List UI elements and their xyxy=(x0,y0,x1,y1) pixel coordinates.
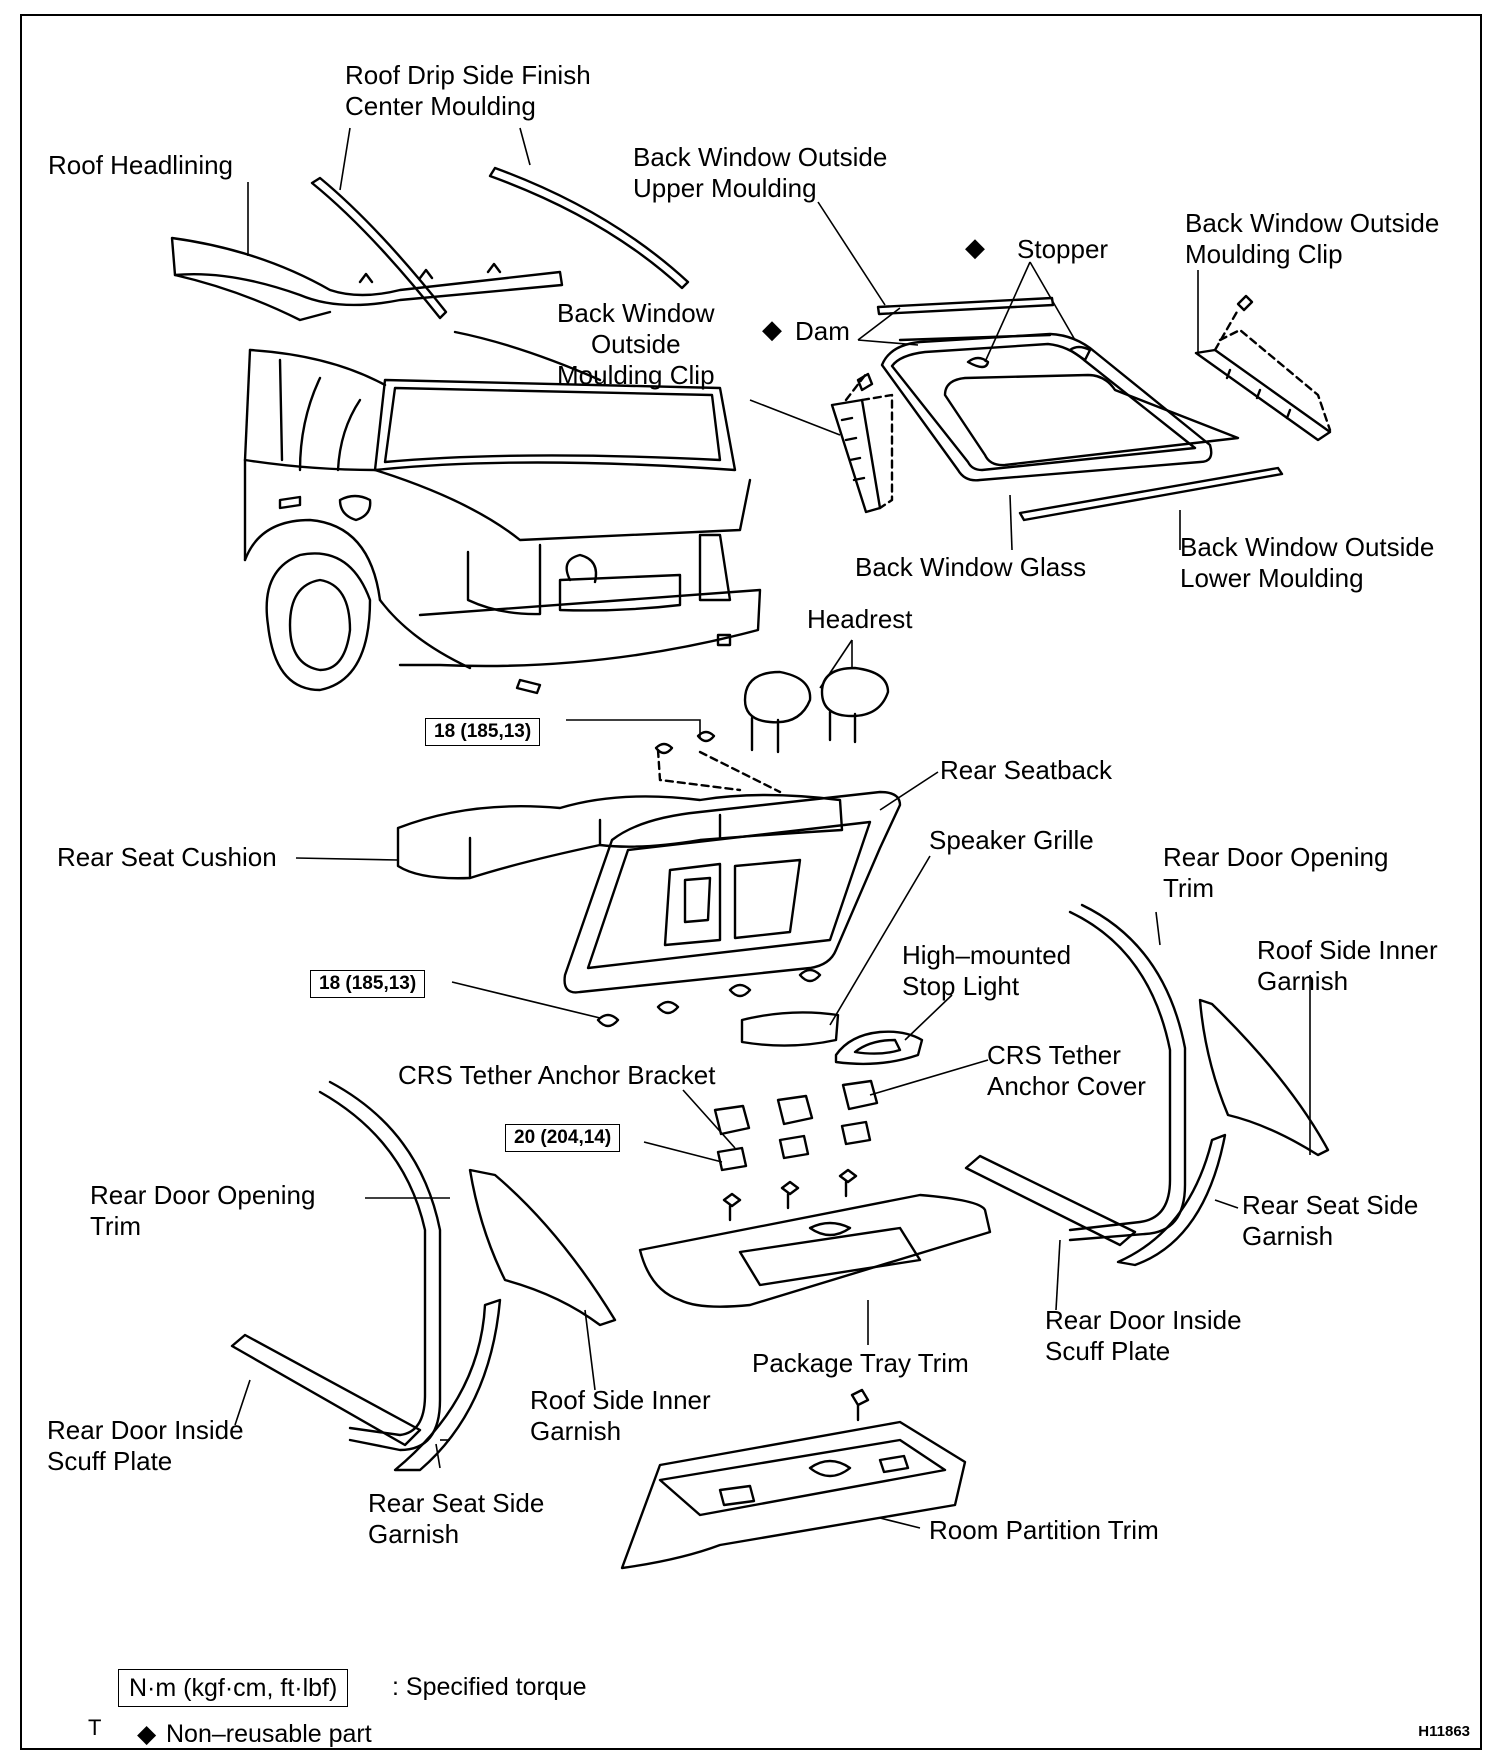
label-rear-seat-cushion: Rear Seat Cushion xyxy=(57,842,277,872)
right-seat-side-garnish-part xyxy=(1116,1133,1227,1267)
left-roof-side-garnish-part xyxy=(468,1168,617,1327)
roof-drip-moulding-part xyxy=(310,166,690,320)
bolts-seatback xyxy=(596,730,822,1028)
figure-code: H11863 xyxy=(1418,1723,1470,1740)
speaker-grille-part xyxy=(740,1011,840,1047)
diagram-frame xyxy=(20,14,1482,1750)
left-seat-side-garnish-part xyxy=(393,1298,502,1472)
label-roof-headlining: Roof Headlining xyxy=(48,150,234,180)
legend-non-reusable: Non–reusable part xyxy=(166,1720,372,1748)
legend-diamond: ◆ xyxy=(137,1720,157,1748)
right-roof-side-garnish-part xyxy=(1198,998,1330,1157)
label-stopper: Stopper xyxy=(1017,234,1109,264)
roof-headlining-part xyxy=(170,236,564,322)
legend-t-mark: T xyxy=(88,1715,102,1740)
label-back-window-glass: Back Window Glass xyxy=(855,552,1087,582)
label-package-tray-trim: Package Tray Trim xyxy=(752,1348,969,1378)
headrest-part xyxy=(743,666,890,754)
diamond-symbol-stopper: ◆ xyxy=(965,232,985,262)
torque-value-1: 18 (185,13) xyxy=(425,718,541,746)
label-speaker-grille: Speaker Grille xyxy=(929,825,1094,855)
package-tray-part xyxy=(638,1193,992,1308)
back-window-group xyxy=(830,294,1332,522)
label-rear-seatback: Rear Seatback xyxy=(940,755,1112,785)
rear-seat-cushion-part xyxy=(396,748,844,880)
right-scuff-plate-part xyxy=(964,1154,1137,1247)
leader-lines xyxy=(234,127,1311,1529)
rear-seatback-part xyxy=(563,790,902,994)
legend-torque-unit: N·m (kgf·cm, ft·lbf) xyxy=(118,1669,349,1707)
left-door-opening-trim-part xyxy=(318,1080,442,1452)
label-crs-tether-anchor-bracket: CRS Tether Anchor Bracket xyxy=(398,1060,716,1090)
crs-parts xyxy=(713,1079,879,1222)
torque-value-3: 20 (204,14) xyxy=(505,1124,621,1152)
label-room-partition-trim: Room Partition Trim xyxy=(929,1515,1159,1545)
label-headrest: Headrest xyxy=(807,604,913,634)
left-scuff-plate-part xyxy=(230,1333,422,1447)
torque-value-2: 18 (185,13) xyxy=(310,970,426,998)
car-body-illustration xyxy=(243,330,762,695)
diamond-symbol-dam: ◆ xyxy=(762,314,782,344)
legend-torque-desc: : Specified torque xyxy=(392,1673,587,1701)
label-dam: Dam xyxy=(795,316,850,346)
room-partition-part xyxy=(620,1388,967,1570)
stop-light-part xyxy=(834,1030,924,1066)
